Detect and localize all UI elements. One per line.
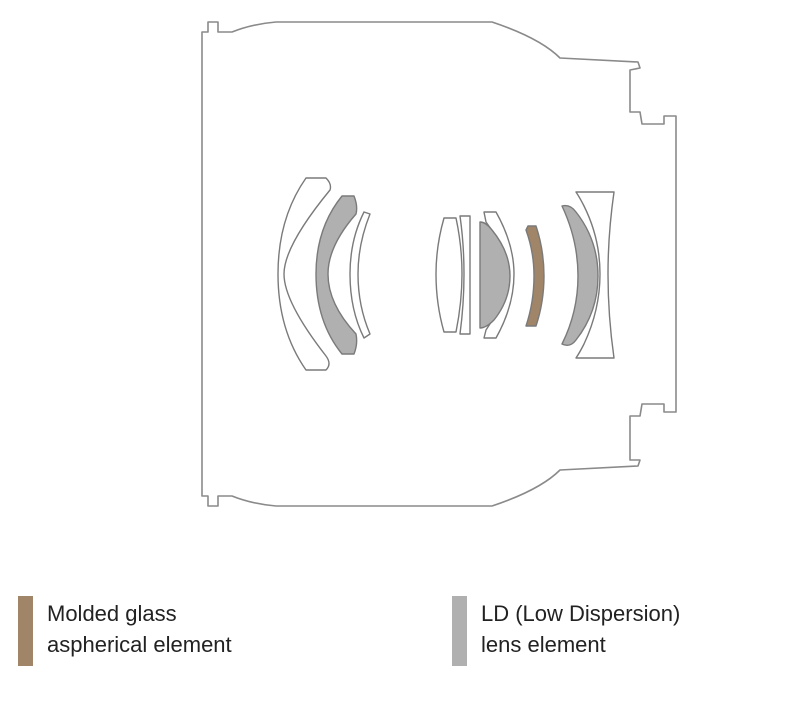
legend-label-line2: lens element [481, 632, 606, 657]
lens-element-8-molded-aspherical [525, 225, 545, 327]
lens-element-10 [575, 191, 615, 359]
lens-barrel-outline [201, 21, 677, 507]
legend-ld: LD (Low Dispersion) lens element [452, 596, 680, 666]
lens-element-4 [435, 217, 463, 333]
lens-element-2-ld [315, 195, 358, 355]
legend-swatch-ld [452, 596, 467, 666]
lens-element-7-ld [479, 221, 511, 329]
legend-swatch-molded [18, 596, 33, 666]
lens-element-1 [277, 177, 332, 371]
legend-label-line1: LD (Low Dispersion) [481, 601, 681, 626]
legend-molded-aspherical: Molded glass aspherical element [18, 596, 232, 666]
legend-label-line1: Molded glass [47, 601, 177, 626]
legend-label-line2: aspherical element [47, 632, 232, 657]
lens-element-9-ld [561, 204, 599, 347]
lens-element-5 [459, 215, 471, 335]
lens-diagram [201, 21, 677, 507]
lens-element-3 [349, 211, 371, 339]
